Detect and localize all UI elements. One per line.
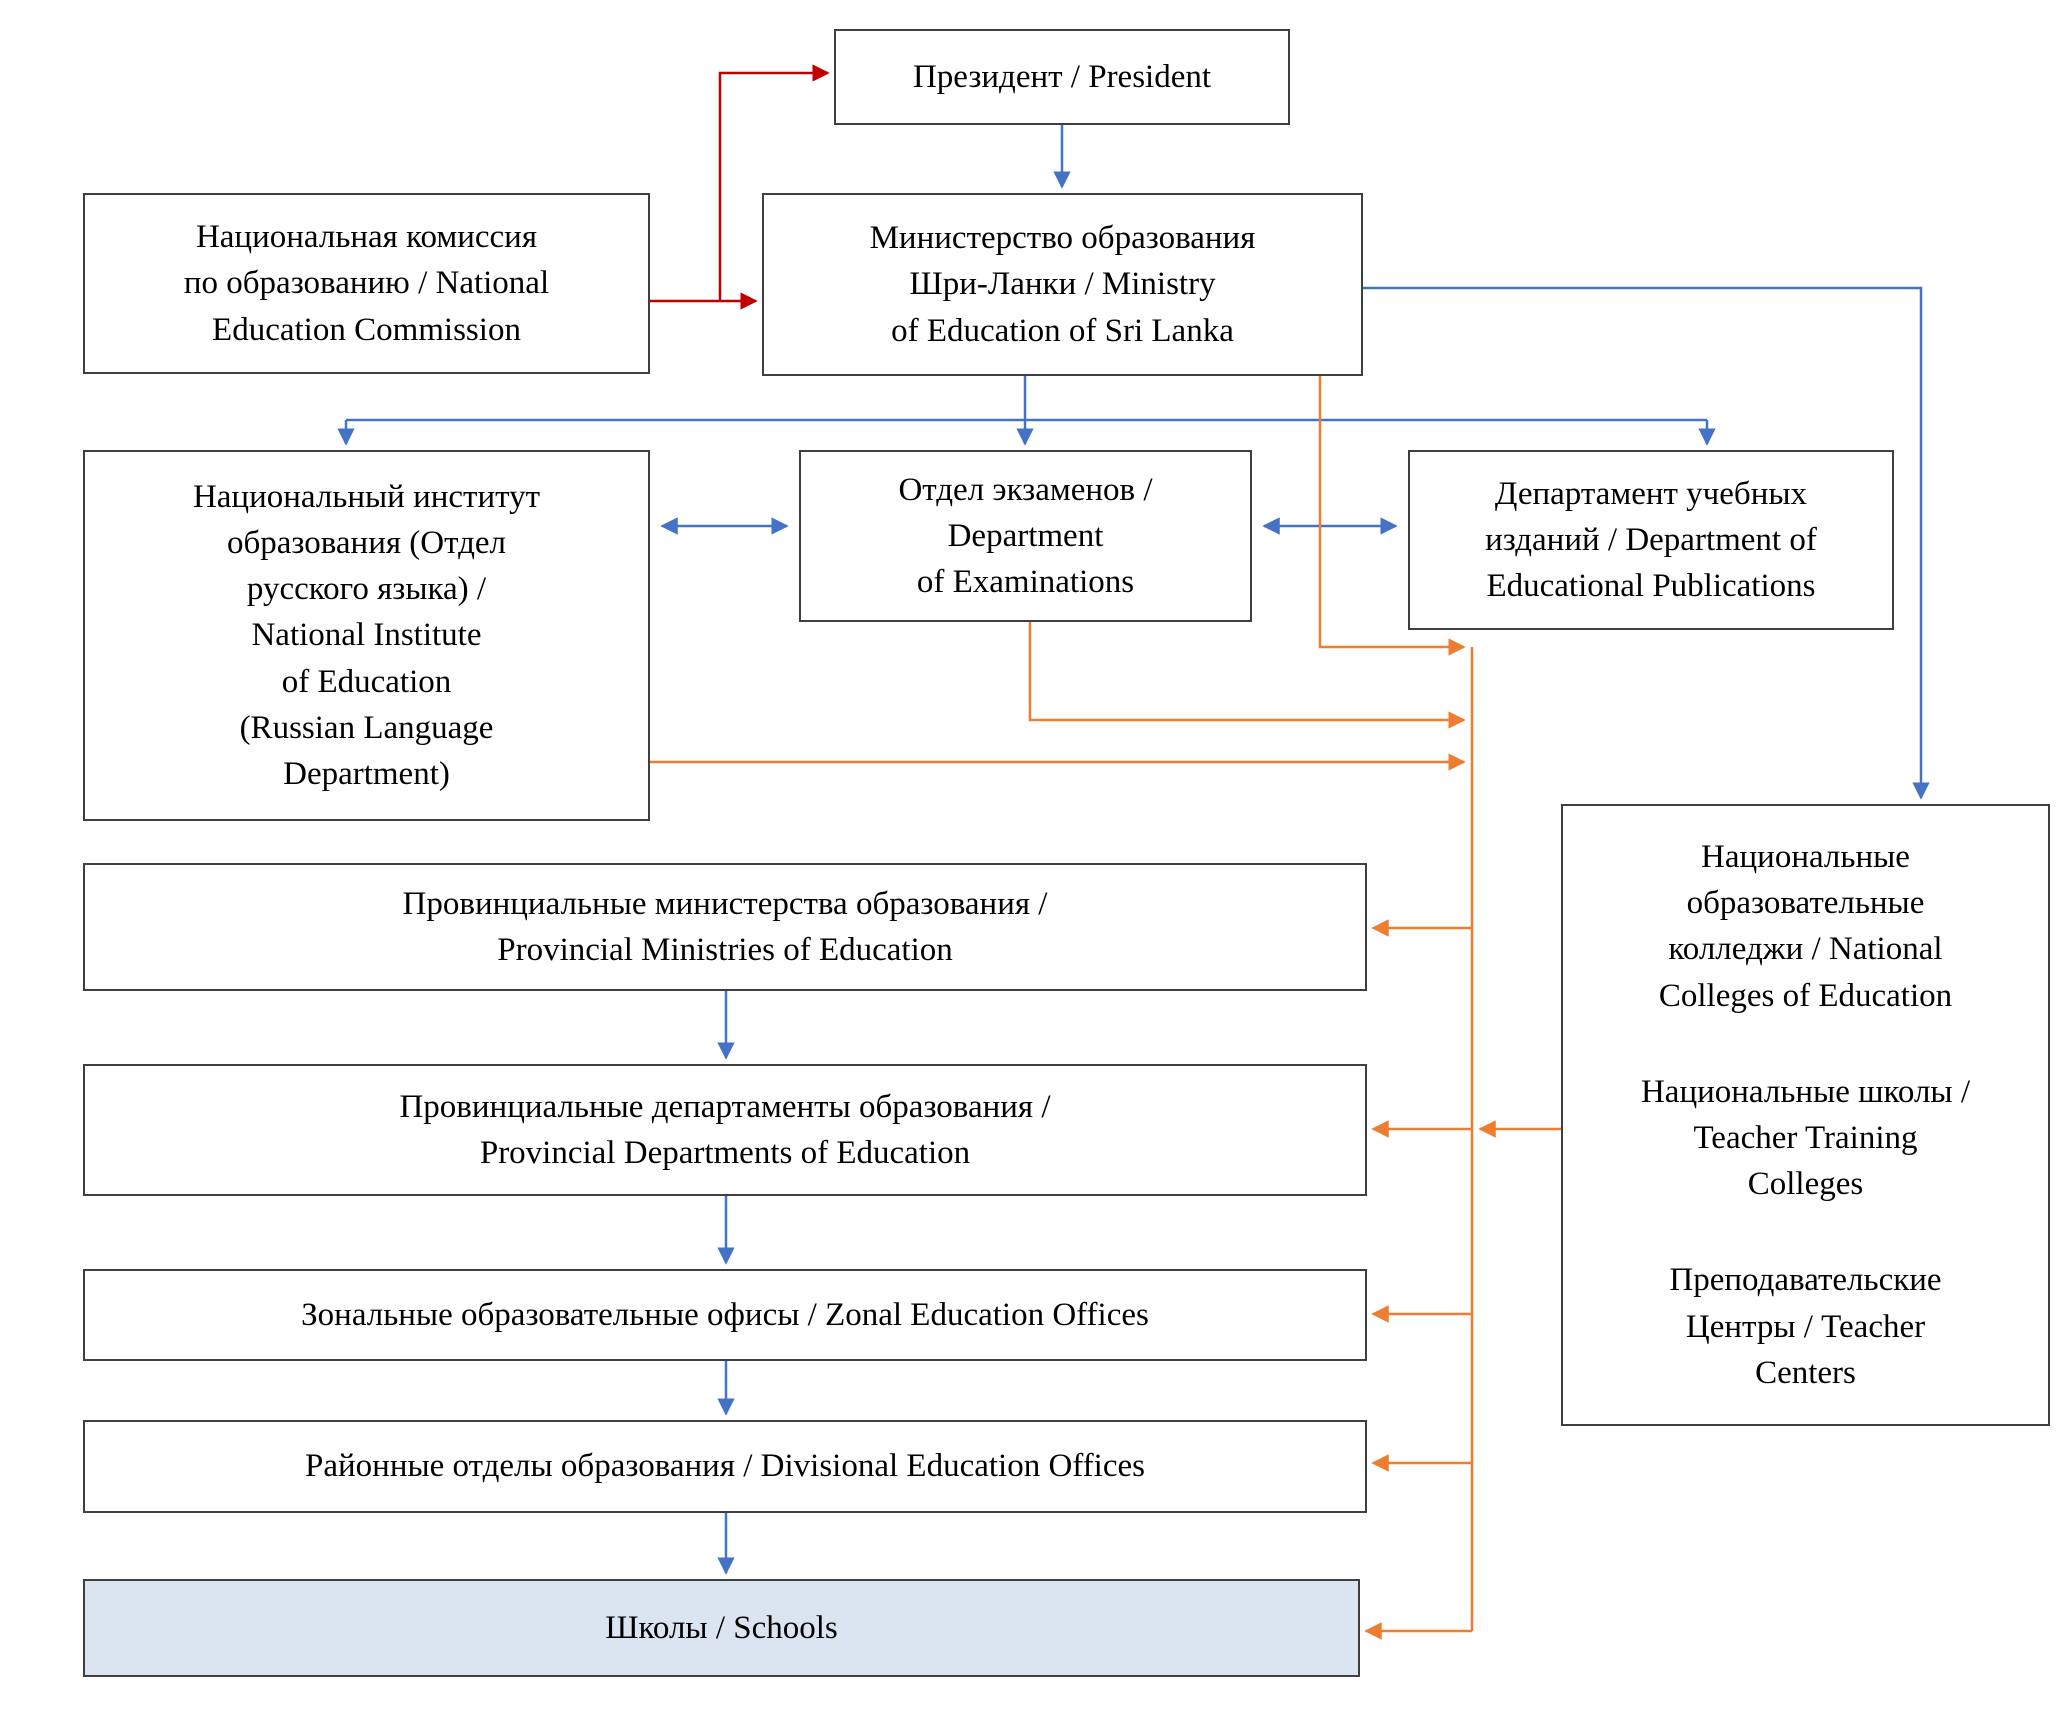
arrow-ministry-to-colleges bbox=[1363, 286, 1930, 800]
colleges-entry-teacher-training: Национальные школы / Teacher Training Co… bbox=[1640, 1073, 1971, 1203]
node-national-education-commission: Национальная комиссия по образованию / N… bbox=[83, 193, 650, 374]
node-ministry-of-education: Министерство образования Шри-Ланки / Min… bbox=[762, 193, 1363, 376]
colleges-entry-teacher-centers: Преподавательские Центры / Teacher Cente… bbox=[1669, 1262, 1942, 1391]
line-ministry-branch bbox=[346, 376, 1707, 422]
node-department-of-examinations: Отдел экзаменов / Department of Examinat… bbox=[799, 450, 1252, 622]
arrow-commission-to-president bbox=[718, 64, 830, 301]
arrow-ministry-to-trunk bbox=[1318, 376, 1466, 656]
node-divisional-education-offices: Районные отделы образования / Divisional… bbox=[83, 1420, 1367, 1513]
node-provincial-ministries: Провинциальные министерства образования … bbox=[83, 863, 1367, 991]
node-provincial-departments: Провинциальные департаменты образования … bbox=[83, 1064, 1367, 1196]
node-national-colleges: Национальные образовательные колледжи / … bbox=[1561, 804, 2050, 1426]
node-national-institute-of-education: Национальный институт образования (Отдел… bbox=[83, 450, 650, 821]
node-zonal-education-offices: Зональные образовательные офисы / Zonal … bbox=[83, 1269, 1367, 1361]
node-schools: Школы / Schools bbox=[83, 1579, 1360, 1677]
colleges-entry-national-colleges: Национальные образовательные колледжи / … bbox=[1658, 839, 1953, 1014]
arrow-examinations-to-trunk bbox=[1028, 622, 1466, 729]
node-president: Президент / President bbox=[834, 29, 1290, 125]
node-department-of-educational-publications: Департамент учебных изданий / Department… bbox=[1408, 450, 1894, 630]
